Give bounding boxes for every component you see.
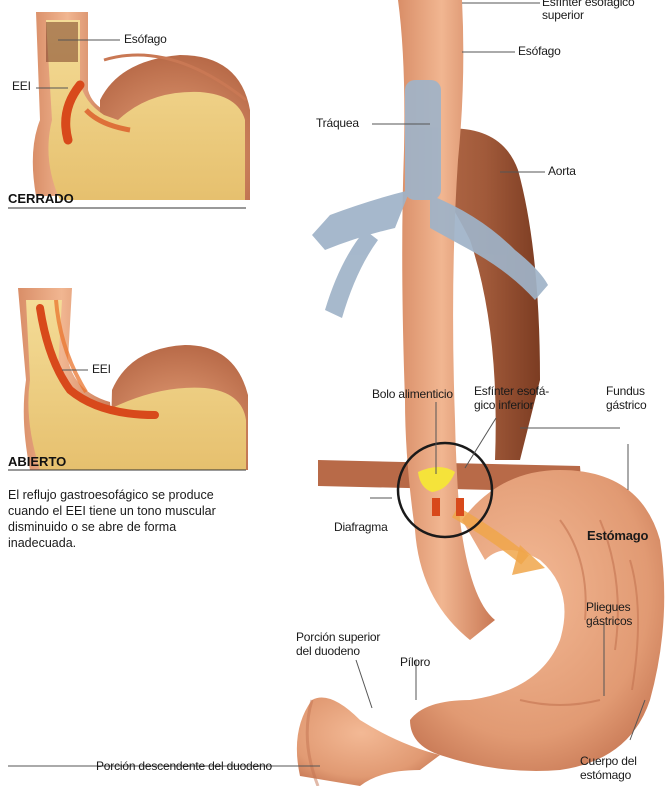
label-gastric-folds-2: gástricos [586, 615, 632, 628]
label-lower-sphincter-1: Esfínter esofá- [474, 385, 549, 398]
label-les-closed: EEI [12, 80, 31, 93]
label-pylorus: Píloro [400, 656, 430, 669]
label-fundus-1: Fundus [606, 385, 645, 398]
label-bolus: Bolo alimenticio [372, 388, 453, 401]
label-stomach-body-1: Cuerpo del [580, 755, 637, 768]
label-duodenum-descending: Porción descendente del duodeno [96, 760, 272, 773]
label-trachea: Tráquea [316, 117, 359, 130]
label-aorta: Aorta [548, 165, 576, 178]
label-esophagus-closed: Esófago [124, 33, 167, 46]
label-duodenum-upper-2: del duodeno [296, 645, 360, 658]
state-closed-heading: CERRADO [8, 191, 74, 206]
reflux-caption: El reflujo gastroesofágico se produce cu… [8, 487, 233, 551]
label-stomach-body-2: estómago [580, 769, 631, 782]
label-stomach: Estómago [587, 529, 648, 542]
label-fundus-2: gástrico [606, 399, 646, 412]
label-esophagus-main: Esófago [518, 45, 561, 58]
label-les-open: EEI [92, 363, 111, 376]
label-diaphragm: Diafragma [334, 521, 388, 534]
label-upper-sphincter-2: superior [542, 9, 584, 22]
state-open-heading: ABIERTO [8, 454, 66, 469]
open-sphincter-figure [18, 288, 248, 470]
label-lower-sphincter-2: gico inferior [474, 399, 533, 412]
label-duodenum-upper-1: Porción superior [296, 631, 380, 644]
label-gastric-folds-1: Pliegues [586, 601, 630, 614]
